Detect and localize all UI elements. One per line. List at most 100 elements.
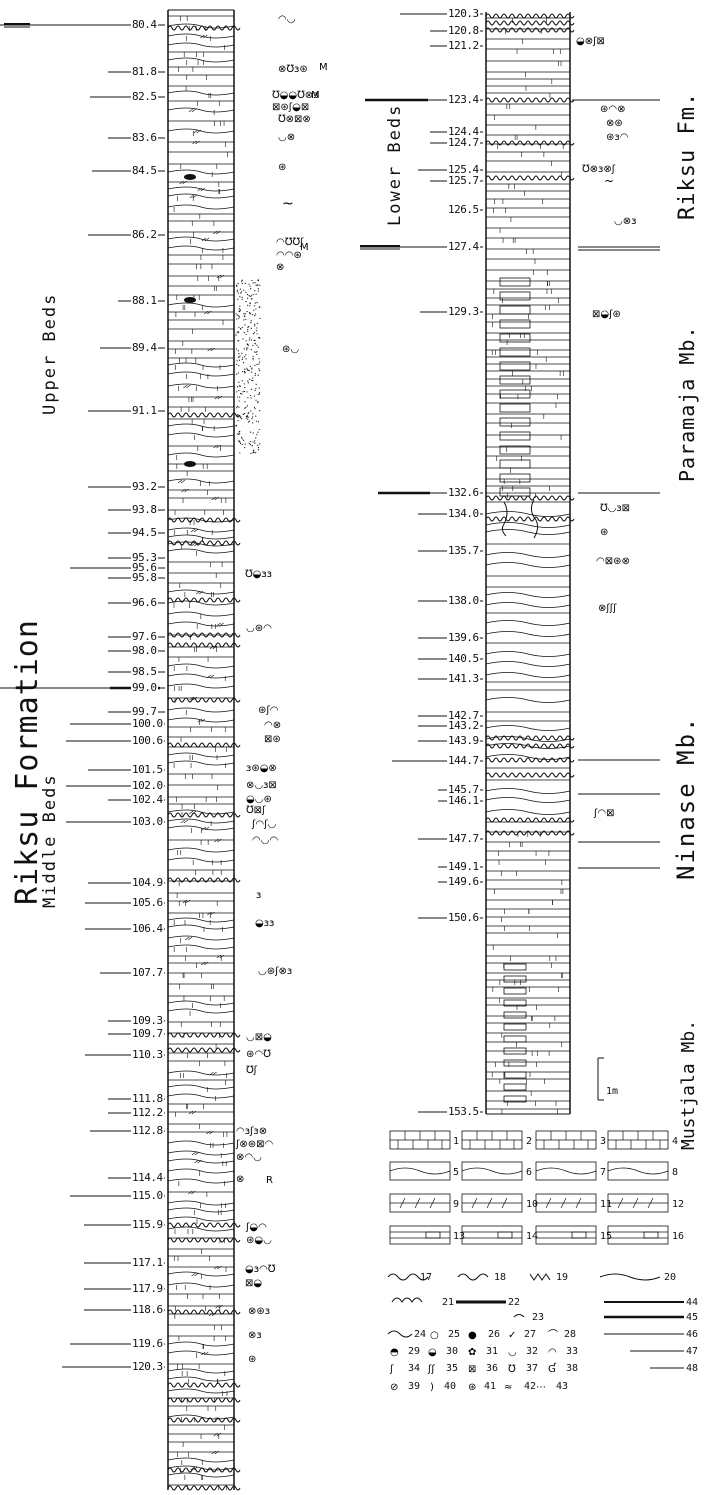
fissure: [501, 501, 508, 537]
legend-symbol: ◓: [390, 1347, 399, 1358]
marl-lens: [503, 1095, 527, 1103]
dolomite-mark: [201, 826, 207, 831]
stipple: [248, 420, 250, 422]
bed-boundary: [485, 522, 571, 528]
stipple: [247, 304, 249, 306]
depth-label: 112.2: [131, 1106, 164, 1119]
marl-lens: [499, 361, 531, 371]
bed-boundary: [167, 1140, 235, 1146]
bed-boundary: [167, 717, 235, 723]
discontinuity-surface: [167, 1382, 241, 1388]
legend-number: 27: [524, 1329, 537, 1340]
bed-boundary: [485, 797, 571, 803]
fossil-letter: M: [300, 242, 309, 253]
fossil-symbols: ◠⊠⊛⊗: [596, 556, 630, 567]
depth-label: 98.5: [131, 665, 158, 678]
dolomite-mark: [214, 1265, 219, 1270]
stipple: [247, 380, 249, 382]
bed-boundary: [167, 1207, 235, 1213]
stipple: [244, 443, 246, 445]
stipple: [252, 359, 254, 361]
discontinuity-surface: [167, 1417, 241, 1423]
depth-label: 99.0: [131, 681, 158, 694]
bed-boundary: [167, 548, 235, 554]
depth-label: 112.8: [131, 1124, 164, 1137]
depth-label: 117.9: [131, 1282, 164, 1295]
discontinuity-surface: [167, 1237, 241, 1243]
stipple: [250, 410, 252, 412]
bed-boundary: [167, 1168, 235, 1174]
stipple: [244, 324, 246, 326]
stipple: [237, 372, 240, 374]
bed-boundary: [167, 57, 235, 63]
legend-number: 34: [408, 1363, 421, 1374]
stipple: [235, 313, 237, 315]
dolomite-mark: [184, 488, 189, 493]
fossil-symbols: ⊗ɜ: [248, 1330, 262, 1341]
bed-boundary: [167, 362, 235, 368]
stipple: [237, 419, 239, 422]
stipple: [254, 372, 257, 375]
stipple: [245, 291, 247, 293]
stipple: [250, 295, 253, 297]
stipple: [259, 361, 261, 363]
fossil-letter: M: [319, 62, 328, 73]
stipple: [246, 367, 248, 369]
fossil-symbols: ⊛◡: [282, 344, 299, 355]
bed-boundary: [167, 707, 235, 713]
bed-boundary: [167, 1341, 235, 1347]
stipple: [247, 328, 249, 331]
bed-boundary: [485, 788, 571, 794]
legend-number: 29: [408, 1346, 421, 1357]
fossil-symbols: ⊠◒ʃ⊛: [592, 309, 621, 320]
stipple: [236, 405, 238, 407]
stipple: [240, 291, 242, 293]
stipple: [249, 444, 251, 446]
depth-label: 118.6: [131, 1303, 164, 1316]
bed-boundary: [167, 673, 235, 679]
discontinuity-surface: [167, 697, 241, 703]
depth-label: 100.0: [131, 717, 164, 730]
fossil-symbols: ℧⊗ɜ⊗ʃ: [582, 164, 616, 175]
stipple: [236, 290, 238, 293]
stipple: [254, 290, 256, 292]
stipple: [239, 452, 241, 454]
stipple: [248, 339, 251, 341]
stipple: [257, 402, 259, 404]
dolomite-mark: [190, 542, 196, 547]
fossil-symbols: ʃ◒◠: [245, 1222, 267, 1233]
stipple: [239, 296, 241, 298]
marl-lens: [499, 417, 531, 427]
stipple: [257, 431, 259, 433]
depth-label: 93.2: [131, 480, 158, 493]
bed-boundary: [485, 602, 571, 608]
dolomite-mark: [219, 274, 225, 279]
stipple: [256, 351, 258, 353]
stipple: [254, 440, 256, 442]
legend-number: 23: [532, 1312, 545, 1323]
stipple: [240, 416, 242, 418]
depth-label: 119.6: [131, 1337, 164, 1350]
dolomite-mark: [180, 819, 186, 824]
legend-swatch: [535, 1225, 597, 1245]
depth-label: 86.2: [131, 228, 158, 241]
legend-symbol: Ɠ: [548, 1362, 557, 1375]
depth-label: 97.6: [131, 630, 158, 643]
stipple: [252, 413, 254, 415]
bed-boundary: [167, 33, 235, 39]
bed-boundary: [167, 432, 235, 438]
legend-number: 35: [446, 1363, 459, 1374]
stipple: [254, 389, 256, 391]
dolomite-mark: [217, 395, 222, 400]
stipple: [252, 380, 254, 382]
depth-label: 124.7: [447, 136, 480, 149]
fossil-letter: M: [311, 90, 320, 101]
bed-boundary: [167, 169, 235, 175]
dolomite-mark: [193, 129, 198, 134]
depth-label: 141.3: [447, 672, 480, 685]
dolomite-mark: [193, 528, 199, 533]
stipple: [241, 357, 244, 359]
stipple: [245, 415, 247, 418]
stipple: [236, 391, 238, 393]
legend-swatch: [389, 1225, 451, 1245]
